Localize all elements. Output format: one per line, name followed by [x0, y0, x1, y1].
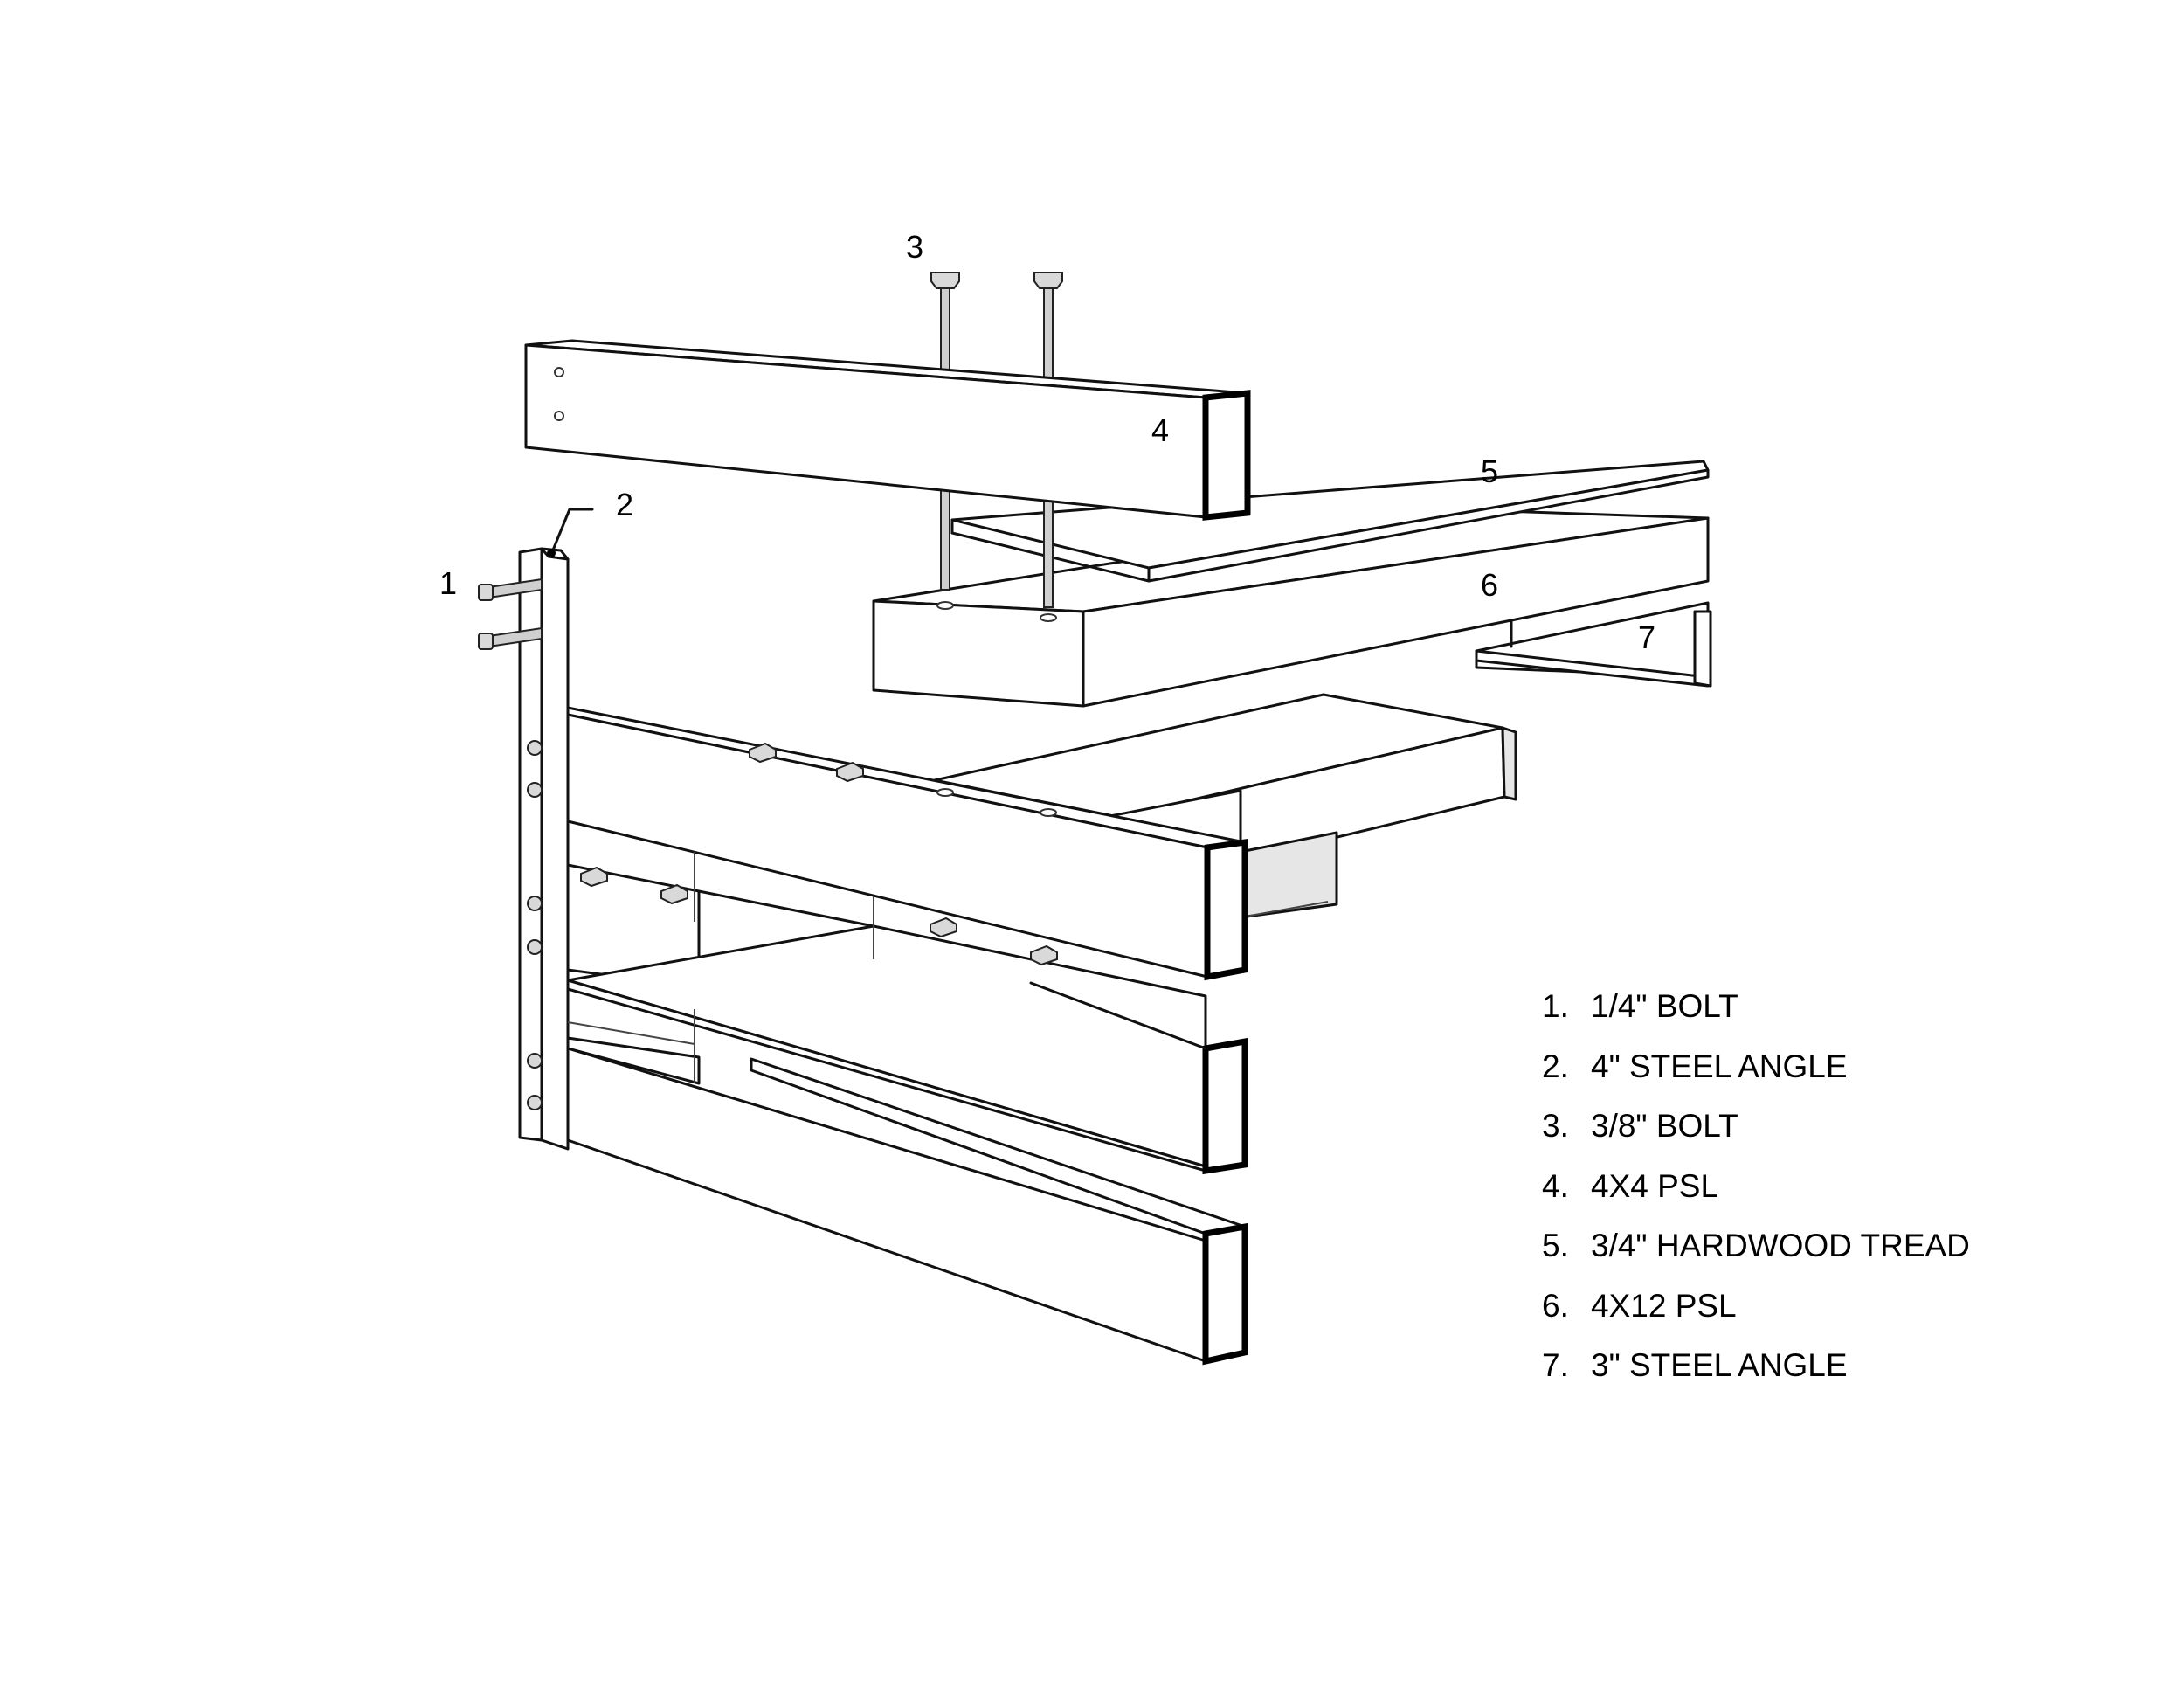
legend-item-label: 4X4 PSL	[1591, 1167, 1719, 1204]
callout-2-leader	[550, 508, 594, 554]
psl-4x4	[524, 339, 1251, 521]
steel-angle-4in	[518, 547, 570, 1151]
legend-item-number: 4.	[1542, 1167, 1569, 1204]
callout-2: 2	[616, 487, 633, 522]
angle-bolt-holes	[527, 740, 543, 1110]
callout-5: 5	[1481, 453, 1498, 489]
legend-item-number: 1.	[1542, 988, 1569, 1024]
legend-item: 1. 1/4" BOLT	[1542, 977, 1970, 1037]
legend-item-number: 5.	[1542, 1228, 1569, 1263]
legend-item-label: 3/4" HARDWOOD TREAD	[1591, 1228, 1970, 1263]
stringer-top	[566, 706, 1248, 981]
bolts-3-8in	[930, 272, 1063, 608]
legend-item-label: 1/4" BOLT	[1591, 988, 1738, 1024]
callout-4: 4	[1151, 412, 1169, 448]
legend-item: 2. 4" STEEL ANGLE	[1542, 1037, 1970, 1097]
bolts-1-4in	[478, 578, 543, 650]
legend-item: 6. 4X12 PSL	[1542, 1276, 1970, 1337]
legend-item-label: 4" STEEL ANGLE	[1591, 1048, 1848, 1084]
hardwood-tread	[950, 460, 1710, 583]
legend-item-number: 3.	[1542, 1108, 1569, 1144]
legend-item: 4. 4X4 PSL	[1542, 1157, 1970, 1217]
legend-item-number: 2.	[1542, 1048, 1569, 1084]
callouts: 1 2 3 4 5 6 7	[439, 229, 1655, 655]
legend-item: 5. 3/4" HARDWOOD TREAD	[1542, 1216, 1970, 1276]
legend-item-label: 3" STEEL ANGLE	[1591, 1347, 1848, 1383]
legend-item-label: 3/8" BOLT	[1591, 1108, 1738, 1144]
callout-1: 1	[439, 565, 457, 601]
callout-2-leader-dot	[547, 549, 556, 557]
psl-4x12	[872, 508, 1710, 708]
stringer-bottom	[566, 1009, 1248, 1366]
legend-item-number: 7.	[1542, 1347, 1569, 1383]
legend-item: 3. 3/8" BOLT	[1542, 1097, 1970, 1157]
callout-3: 3	[906, 229, 923, 265]
steel-angle-3in	[1475, 601, 1712, 688]
parts-legend: 1. 1/4" BOLT 2. 4" STEEL ANGLE 3. 3/8" BOLT…	[1542, 977, 1970, 1396]
stringer-middle	[566, 852, 1248, 1175]
callout-7: 7	[1638, 619, 1655, 655]
legend-item-number: 6.	[1542, 1287, 1569, 1324]
legend-item: 7. 3" STEEL ANGLE	[1542, 1336, 1970, 1396]
callout-6: 6	[1481, 567, 1498, 603]
legend-item-label: 4X12 PSL	[1591, 1287, 1737, 1324]
